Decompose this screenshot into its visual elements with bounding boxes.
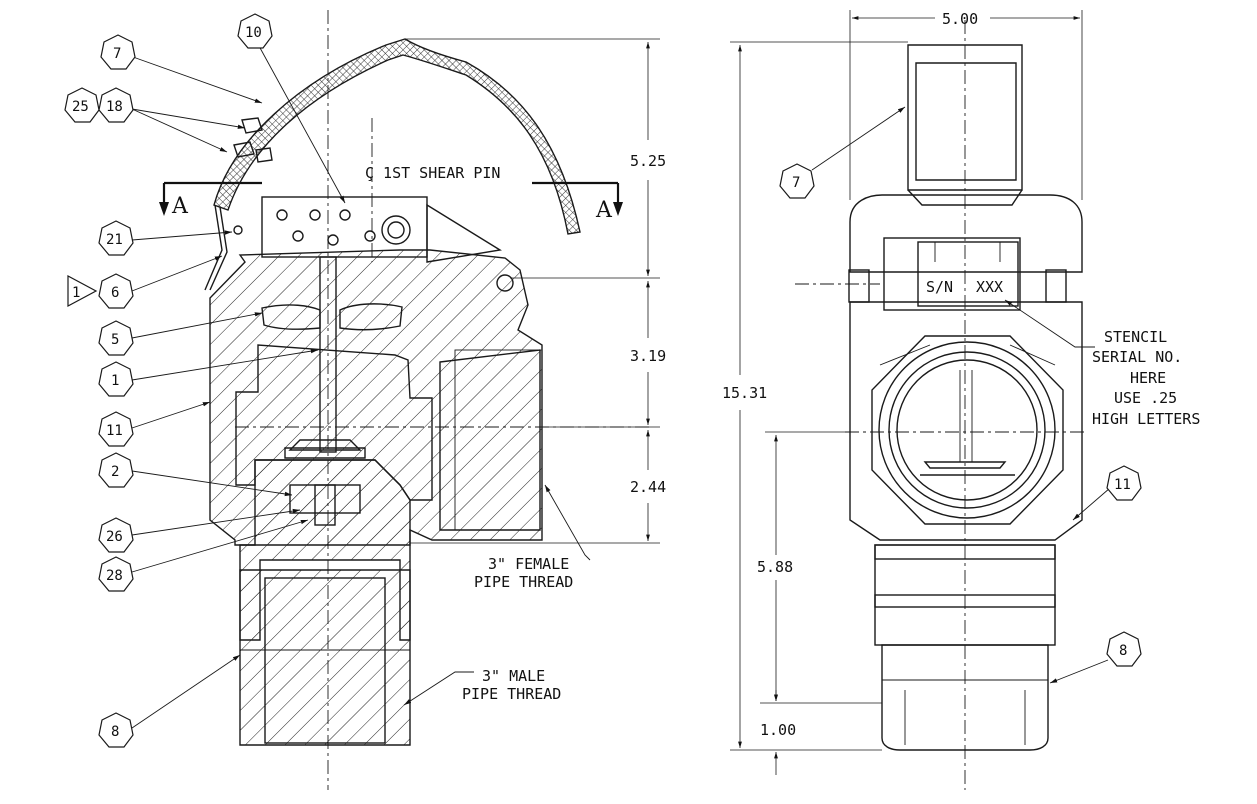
dome-cover — [213, 38, 581, 235]
port-outer — [878, 341, 1056, 519]
port-inner — [896, 359, 1038, 501]
svg-text:28: 28 — [106, 568, 123, 584]
stencil-note: STENCIL SERIAL NO. HERE USE .25 HIGH LET… — [1092, 328, 1200, 428]
sn-label: S/N — [926, 278, 953, 296]
svg-text:HERE: HERE — [1130, 369, 1166, 387]
svg-text:26: 26 — [106, 529, 123, 545]
valve-disc — [284, 447, 366, 459]
dimension-1-00: 1.00 — [760, 721, 796, 739]
section-marker-left: A — [171, 194, 189, 219]
svg-text:2: 2 — [111, 464, 119, 480]
height-dimension: 15.31 — [722, 384, 767, 402]
shear-pin-block — [261, 196, 428, 258]
balloon-18: 18 — [98, 87, 134, 123]
inlet-pipe — [239, 569, 411, 746]
female-thread-label-2: PIPE THREAD — [474, 573, 573, 591]
svg-text:HIGH LETTERS: HIGH LETTERS — [1092, 410, 1200, 428]
balloon-7-left: 7 — [100, 34, 136, 70]
valve-stem — [319, 256, 337, 453]
male-thread-label-1: 3" MALE — [482, 667, 545, 685]
top-cap — [907, 44, 1023, 191]
svg-text:7: 7 — [113, 46, 121, 62]
balloon-8-left: 8 — [98, 712, 134, 748]
svg-text:5: 5 — [111, 332, 119, 348]
balloon-11-left: 11 — [98, 411, 134, 447]
port-mid — [888, 351, 1046, 509]
balloon-1: 1 — [98, 361, 134, 397]
balloon-10: 10 — [237, 13, 273, 49]
svg-text:8: 8 — [111, 724, 119, 740]
balloon-2: 2 — [98, 452, 134, 488]
male-thread-label-2: PIPE THREAD — [462, 685, 561, 703]
dimension-3-19: 3.19 — [630, 347, 666, 365]
seat-bushing — [239, 459, 411, 641]
flag-note-1: 1 — [67, 274, 98, 308]
dimension-5-88: 5.88 — [757, 558, 793, 576]
section-marker-right: A — [595, 198, 613, 223]
svg-text:6: 6 — [111, 285, 119, 301]
dimension-5-25: 5.25 — [630, 152, 666, 170]
left-section-view: A A Ç 1ST SHEAR PIN 5.25 3.19 2.44 3" FE… — [131, 10, 666, 790]
svg-text:STENCIL: STENCIL — [1104, 328, 1167, 346]
svg-text:11: 11 — [106, 423, 123, 439]
balloon-25: 25 — [64, 87, 100, 123]
shear-pin-label: Ç 1ST SHEAR PIN — [365, 164, 500, 182]
balloon-11-right: 11 — [1106, 465, 1142, 501]
svg-text:1: 1 — [72, 285, 80, 301]
balloon-21: 21 — [98, 220, 134, 256]
balloon-6: 6 — [98, 273, 134, 309]
right-inlet-pipe — [881, 644, 1049, 751]
bonnet — [849, 194, 1083, 273]
svg-text:SERIAL NO.: SERIAL NO. — [1092, 348, 1182, 366]
svg-text:10: 10 — [245, 25, 262, 41]
svg-text:25: 25 — [72, 99, 89, 115]
svg-text:18: 18 — [106, 99, 123, 115]
balloon-28: 28 — [98, 556, 134, 592]
port-octagon — [871, 335, 1064, 525]
balloon-8-right: 8 — [1106, 631, 1142, 667]
balloon-7-right: 7 — [779, 163, 815, 199]
balloon-5: 5 — [98, 320, 134, 356]
svg-text:21: 21 — [106, 232, 123, 248]
right-balloons: 7 11 8 — [779, 163, 1142, 667]
outlet-thread-region — [454, 349, 541, 531]
right-body — [849, 301, 1083, 541]
svg-text:USE .25: USE .25 — [1114, 389, 1177, 407]
inlet-bore — [264, 577, 386, 744]
svg-text:11: 11 — [1114, 477, 1131, 493]
svg-text:1: 1 — [111, 373, 119, 389]
svg-text:8: 8 — [1119, 643, 1127, 659]
svg-text:7: 7 — [792, 175, 800, 191]
balloon-26: 26 — [98, 517, 134, 553]
sn-value: XXX — [976, 278, 1003, 296]
left-balloons: 7 10 25 18 21 1 6 5 1 11 2 26 28 8 — [64, 13, 273, 748]
female-thread-label-1: 3" FEMALE — [488, 555, 569, 573]
dimension-2-44: 2.44 — [630, 478, 666, 496]
width-dimension: 5.00 — [942, 10, 978, 28]
right-exterior-view: S/N XXX 5.00 15.31 — [722, 10, 1200, 790]
